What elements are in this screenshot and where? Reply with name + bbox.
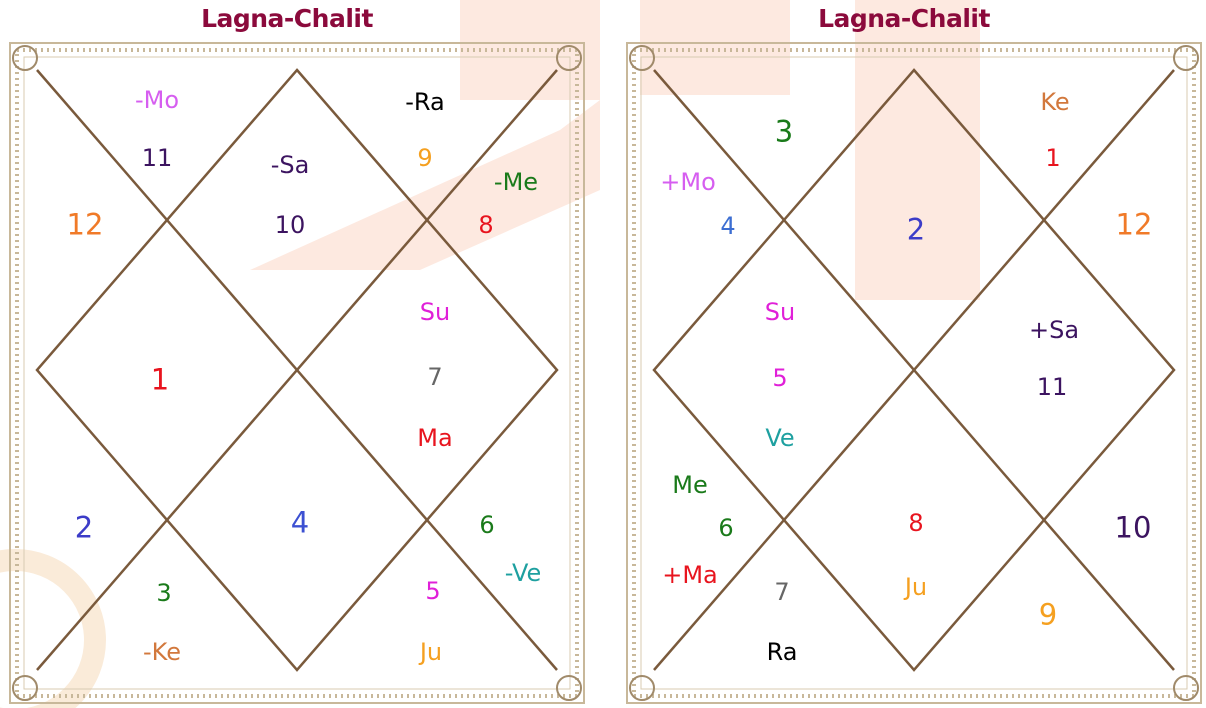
chart-label: 6	[718, 516, 733, 540]
chart-label: -Me	[494, 170, 538, 194]
chart-label: 9	[1039, 601, 1057, 630]
chart-frame-right	[624, 40, 1204, 706]
chart-label: 4	[720, 214, 735, 238]
chart-label: 3	[156, 581, 171, 605]
chart-title-left: Lagna-Chalit	[7, 4, 567, 33]
chart-label: Su	[765, 300, 795, 324]
chart-label: 6	[479, 513, 494, 537]
chart-label: 10	[1115, 514, 1152, 543]
corner-ornaments-left	[13, 46, 581, 700]
chart-label: Su	[420, 300, 450, 324]
chart-label: 12	[1116, 211, 1153, 240]
chart-label: +Sa	[1029, 318, 1079, 342]
chart-label: 5	[772, 366, 787, 390]
chart-label: 8	[478, 213, 493, 237]
chart-label: -Ra	[405, 90, 445, 114]
chart-label: 12	[67, 211, 104, 240]
chart-label: +Ma	[662, 563, 718, 587]
chart-label: 1	[1045, 146, 1060, 170]
chart-label: 7	[427, 365, 442, 389]
chart-label: Me	[672, 473, 707, 497]
chart-label: 1	[151, 366, 169, 395]
chart-label: 11	[142, 146, 173, 170]
chart-label: Ma	[417, 426, 452, 450]
chart-label: 8	[908, 511, 923, 535]
chart-label: Ve	[765, 426, 794, 450]
chart-label: 2	[75, 514, 93, 543]
chart-label: Ju	[905, 575, 927, 599]
chart-label: 3	[775, 118, 793, 147]
chart-label: Ke	[1040, 90, 1069, 114]
chart-label: -Mo	[135, 88, 179, 112]
chart-label: 2	[907, 216, 925, 245]
chart-label: -Sa	[271, 153, 310, 177]
chart-label: 9	[417, 146, 432, 170]
chart-label: Ju	[420, 640, 442, 664]
chart-label: 10	[275, 213, 306, 237]
chart-frame-left	[7, 40, 587, 706]
chart-label: 4	[291, 509, 309, 538]
chart-label: 7	[774, 580, 789, 604]
chart-label: -Ke	[143, 640, 181, 664]
chart-label: -Ve	[505, 561, 542, 585]
chart-label: Ra	[767, 640, 798, 664]
chart-label: 5	[425, 579, 440, 603]
chart-title-right: Lagna-Chalit	[624, 4, 1184, 33]
chart-label: +Mo	[660, 170, 716, 194]
chart-label: 11	[1037, 375, 1068, 399]
corner-ornaments-right	[630, 46, 1198, 700]
